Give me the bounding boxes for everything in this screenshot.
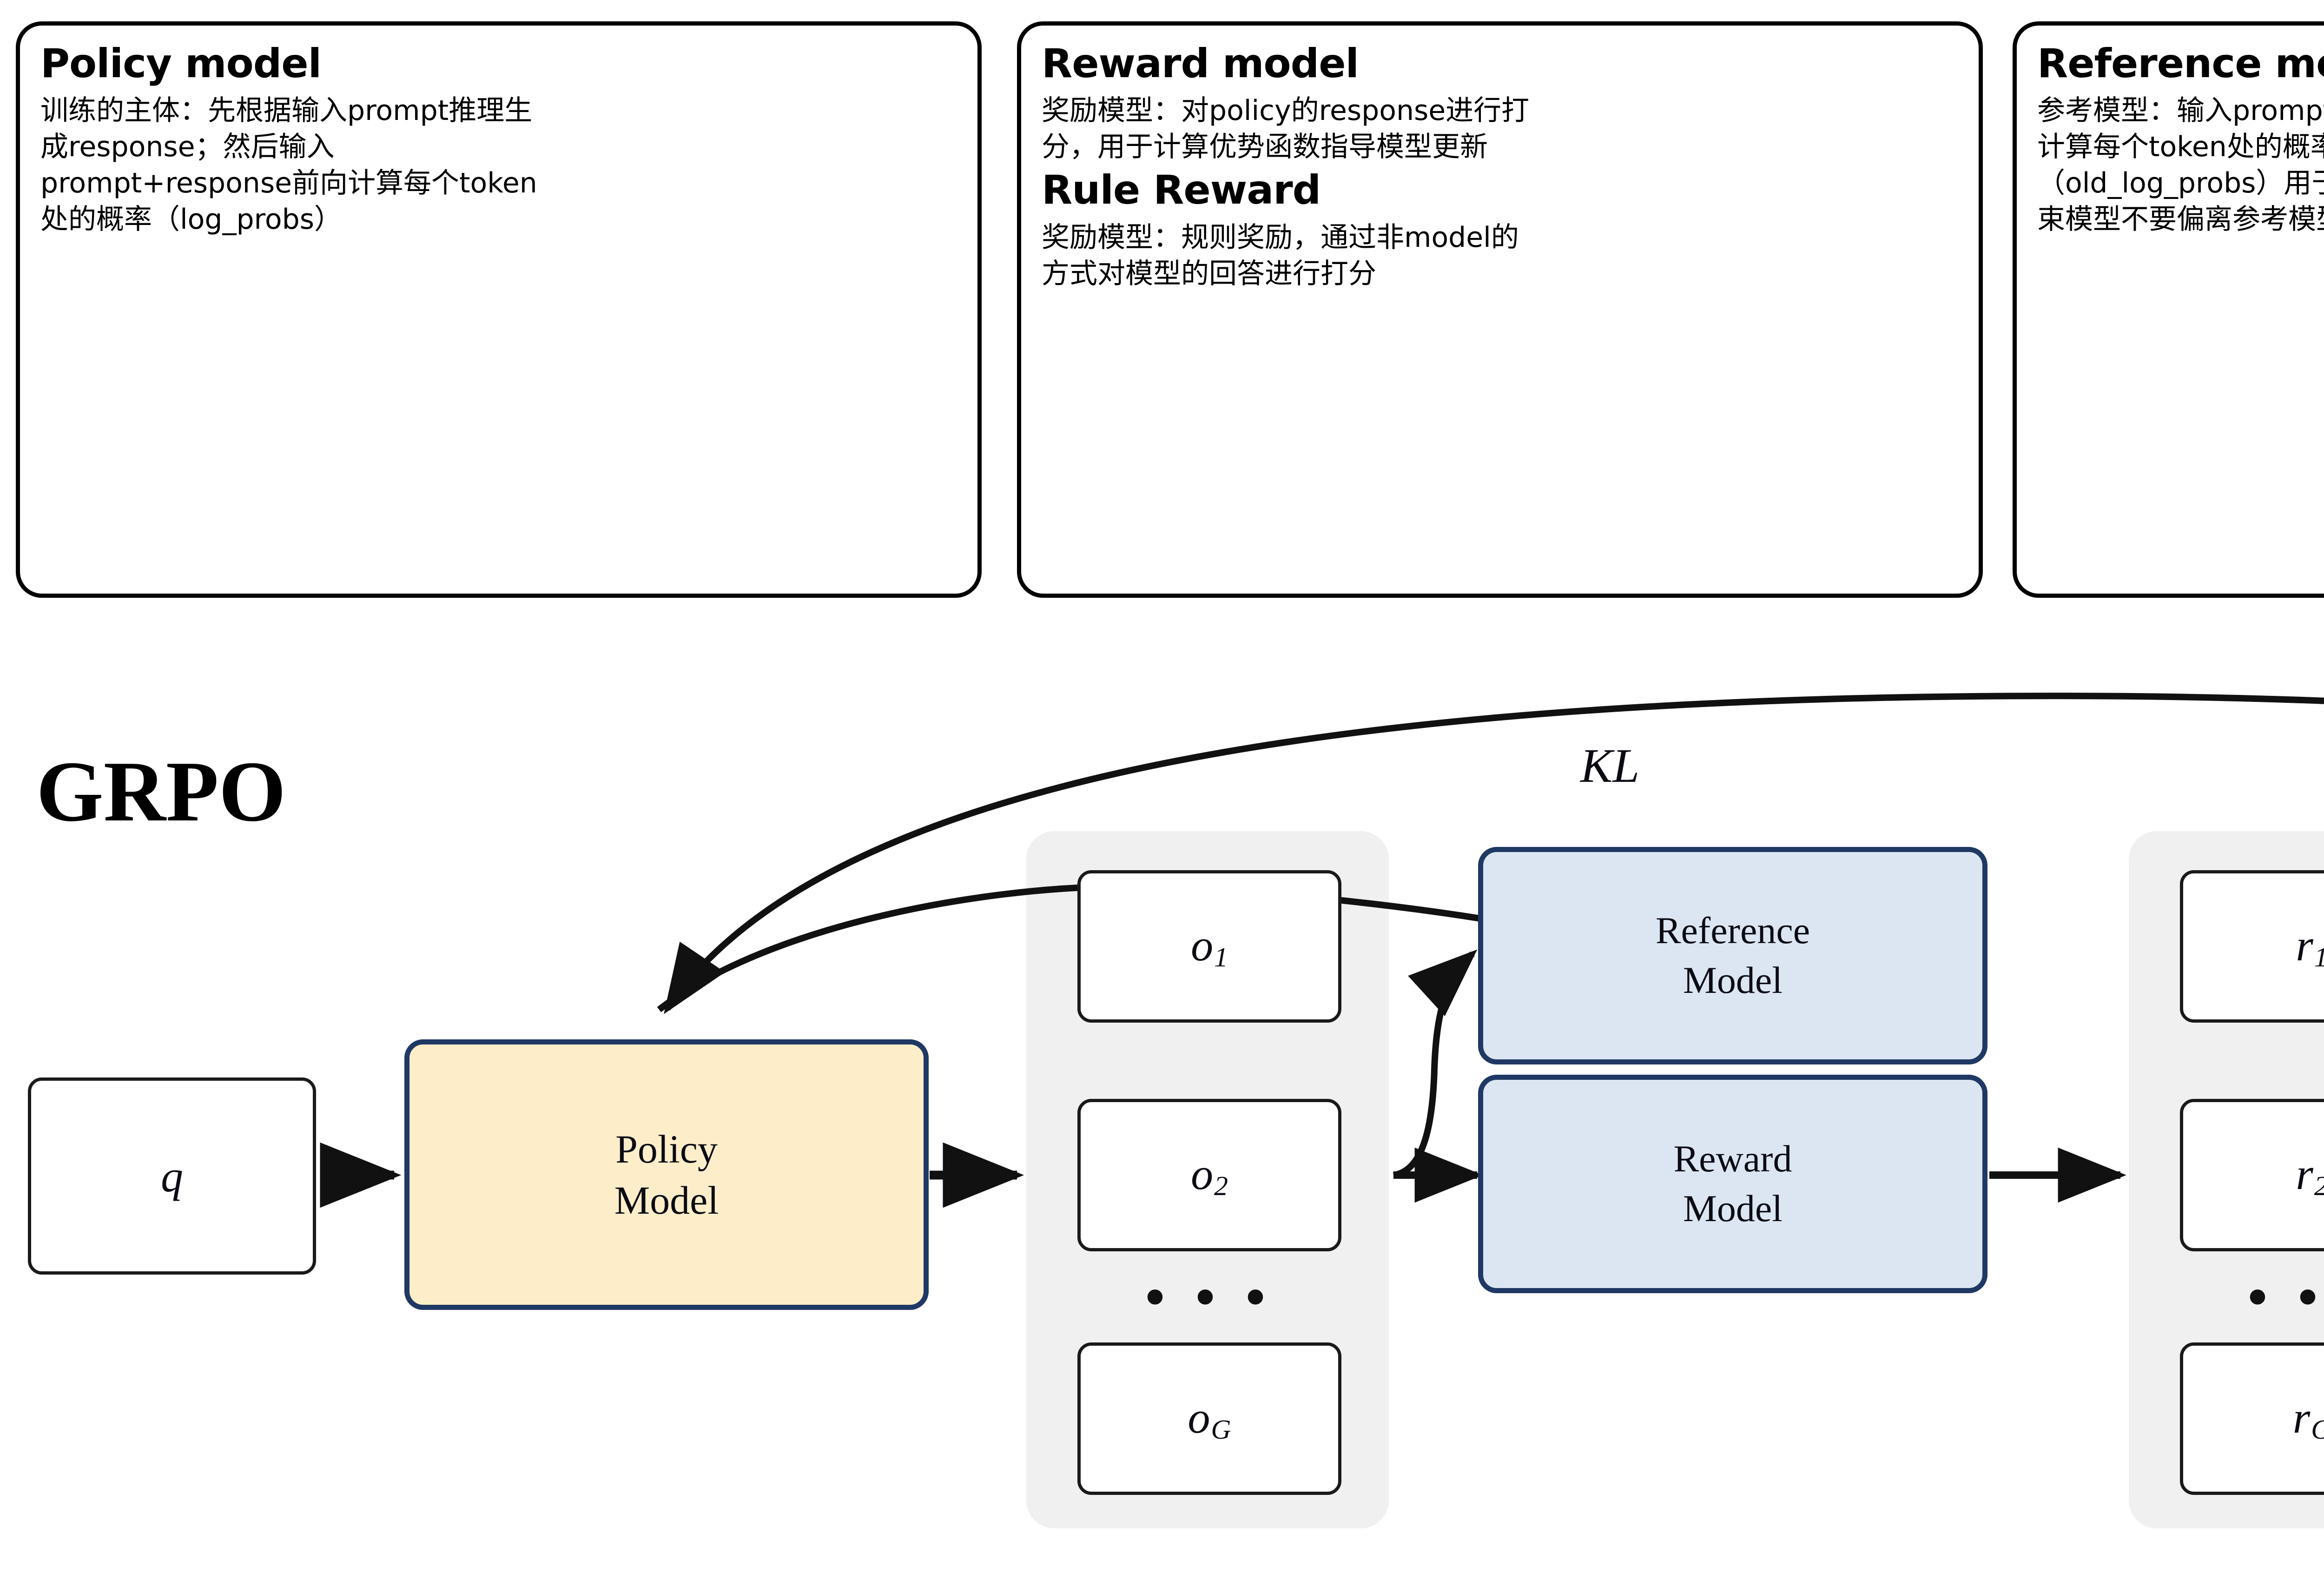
card-reference-model: Reference model 参考模型：输入prompt+response前向…	[2013, 21, 2324, 598]
node-output-G: oG	[1077, 1342, 1341, 1495]
node-output-1: o1	[1077, 870, 1341, 1023]
diagram-title: GRPO	[36, 744, 286, 839]
card-reward-model-title: Reward model	[1042, 40, 1359, 87]
card-reward-model: Reward model 奖励模型：对policy的response进行打 分，…	[1017, 21, 1983, 598]
node-reward-1-label: r1	[2296, 920, 2324, 972]
node-reward-G: rG	[2180, 1342, 2324, 1495]
rewards-ellipsis: • • •	[2247, 1266, 2324, 1328]
edge-outputs-to-reference	[1393, 949, 1478, 1178]
node-reward-G-label: rG	[2292, 1392, 2324, 1445]
card-policy-model-body: 训练的主体：先根据输入prompt推理生 成response；然后输入 prom…	[40, 94, 537, 236]
card-rule-reward-title: Rule Reward	[1042, 167, 1321, 214]
node-reward-model: Reward Model	[1478, 1075, 1987, 1293]
card-rule-reward-body: 奖励模型：规则奖励，通过非model的 方式对模型的回答进行打分	[1042, 221, 1519, 290]
kl-label: KL	[1580, 739, 1640, 793]
card-policy-model-title: Policy model	[40, 40, 322, 87]
node-output-2-label: o2	[1191, 1149, 1228, 1202]
card-reference-model-title: Reference model	[2037, 40, 2324, 87]
node-output-2: o2	[1077, 1099, 1341, 1251]
node-output-1-label: o1	[1191, 920, 1228, 973]
card-reference-model-body: 参考模型：输入prompt+response前向 计算每个token处的概率 （…	[2037, 94, 2324, 236]
card-policy-model: Policy model 训练的主体：先根据输入prompt推理生 成respo…	[16, 21, 982, 598]
card-reward-model-body: 奖励模型：对policy的response进行打 分，用于计算优势函数指导模型更…	[1042, 94, 1530, 164]
node-policy-model: Policy Model	[404, 1039, 929, 1310]
node-reference-model: Reference Model	[1478, 847, 1987, 1064]
node-reward-2-label: r2	[2296, 1149, 2324, 1201]
node-output-G-label: oG	[1188, 1392, 1231, 1445]
node-reward-2: r2	[2180, 1099, 2324, 1251]
node-query: q	[28, 1077, 316, 1275]
outputs-ellipsis: • • •	[1145, 1266, 1274, 1328]
node-reward-1: r1	[2180, 870, 2324, 1023]
node-query-label: q	[161, 1151, 183, 1201]
